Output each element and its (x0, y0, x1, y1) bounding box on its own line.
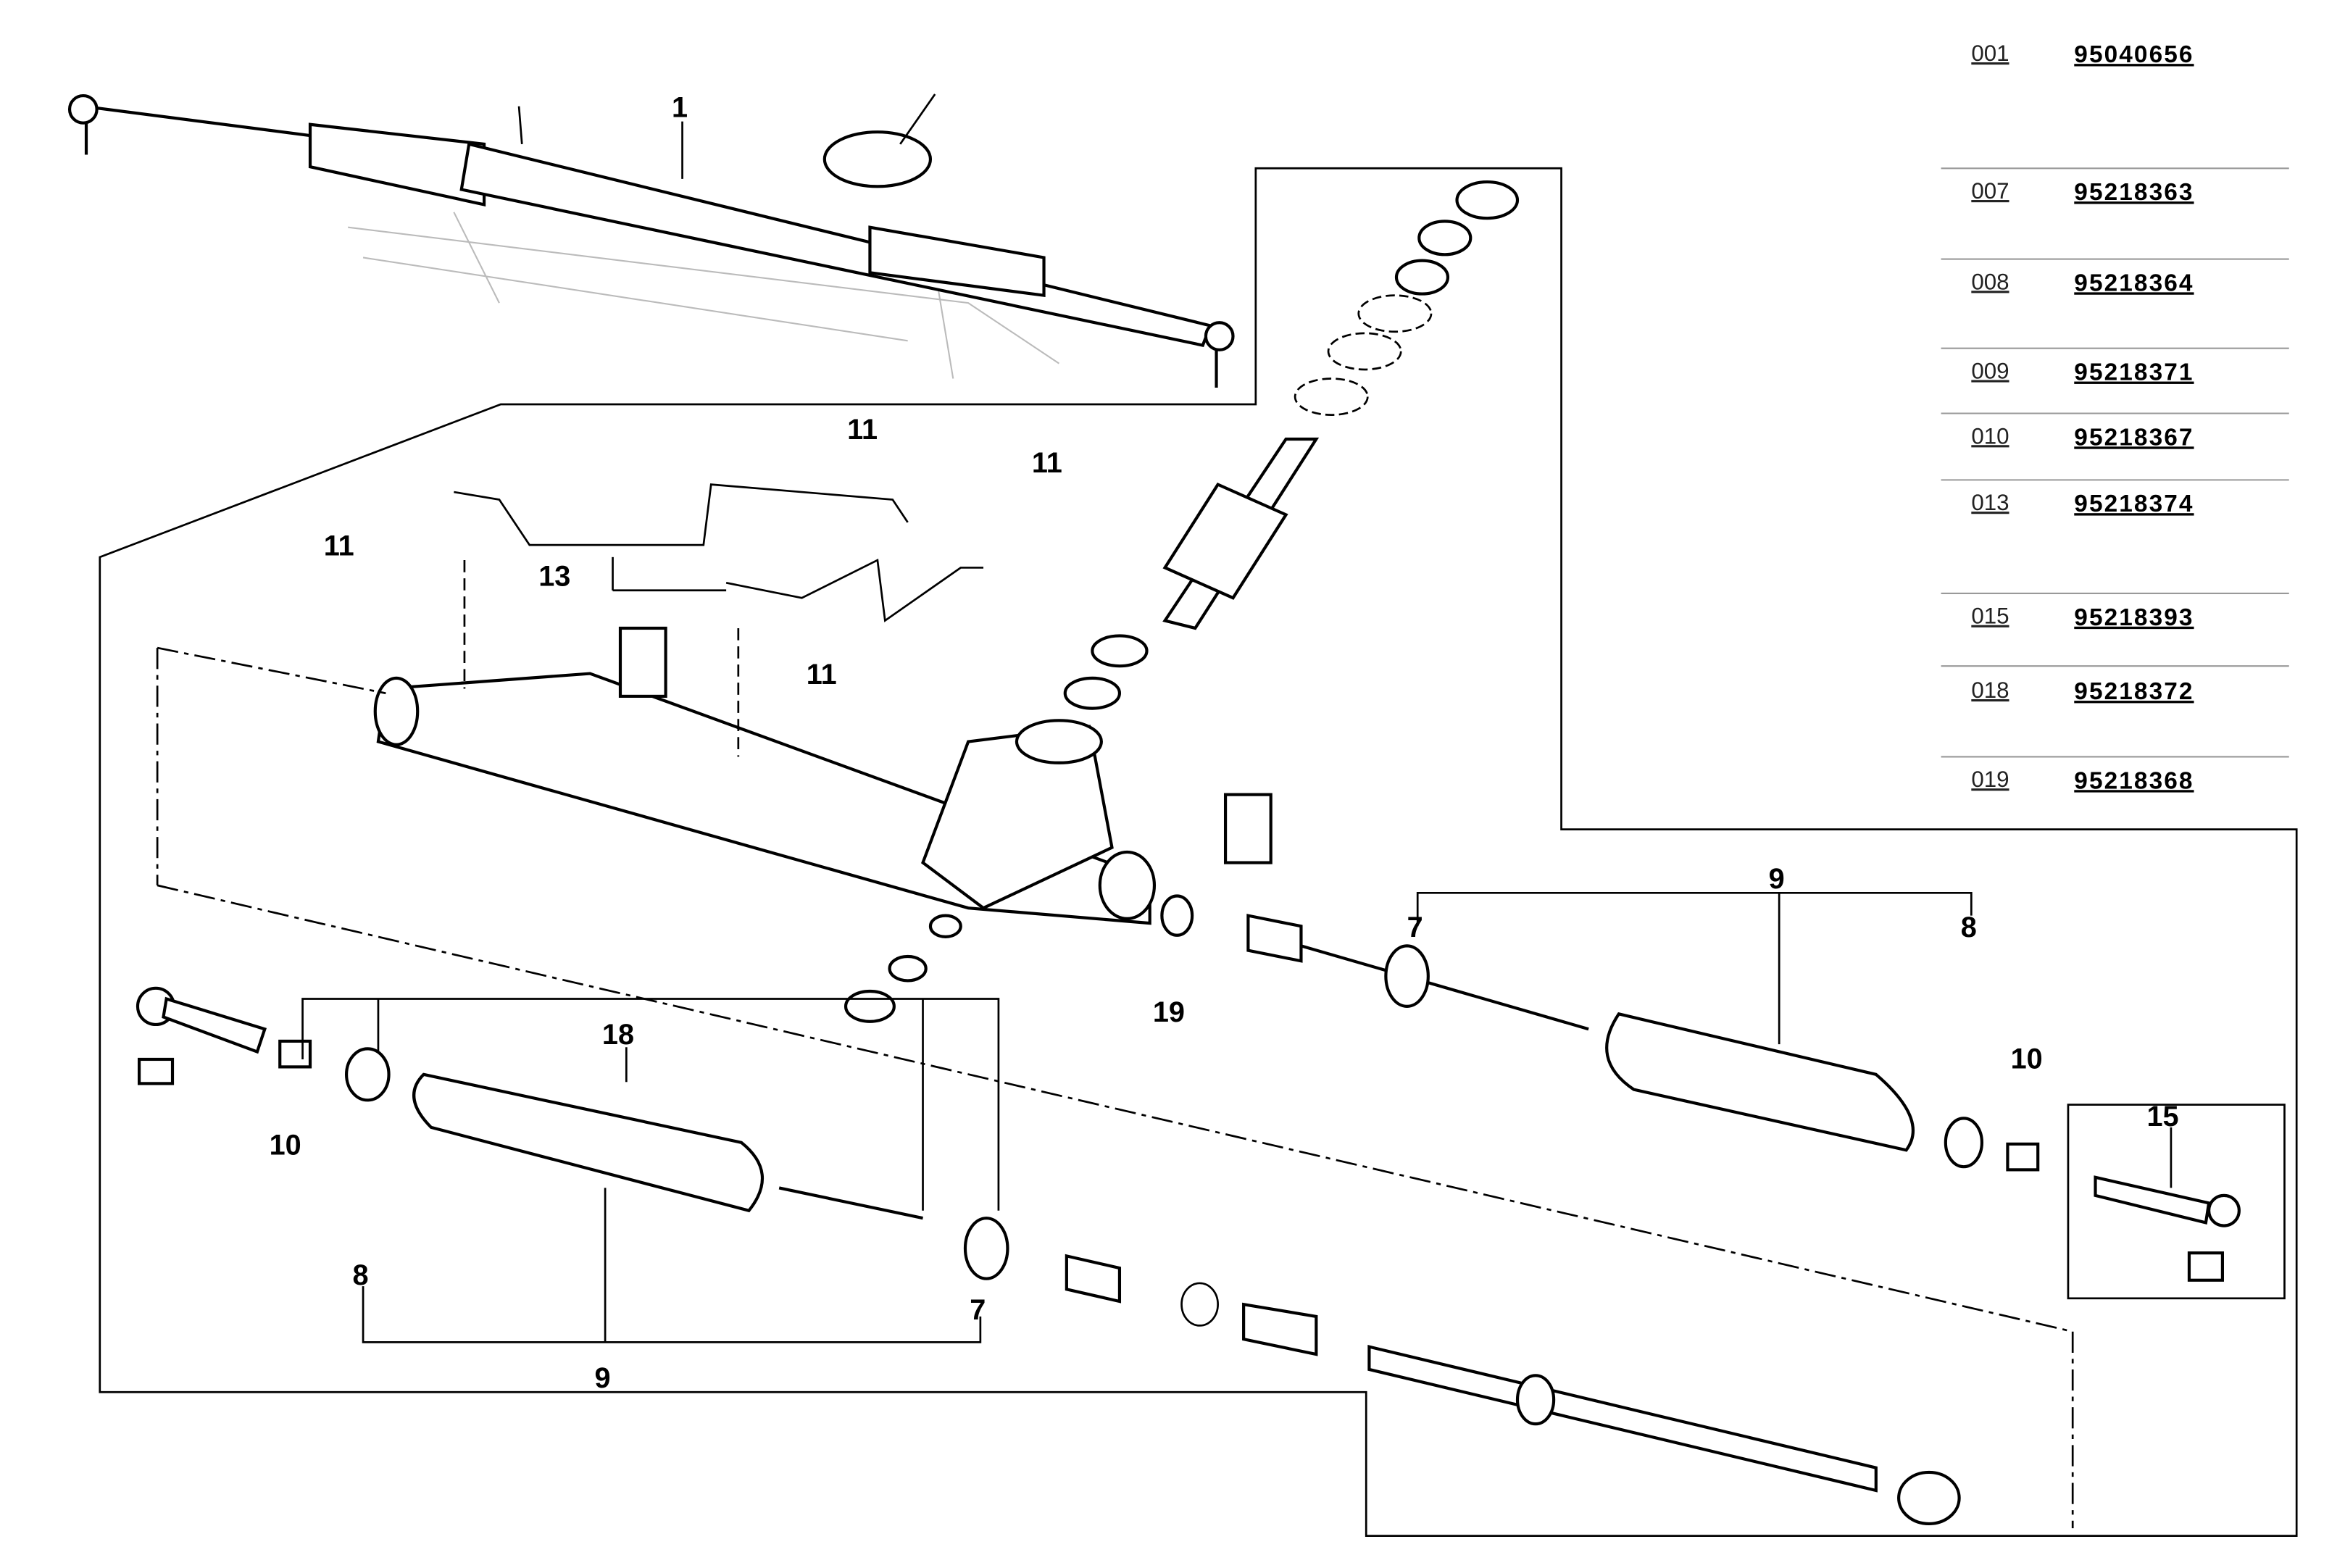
callout-7: 7 (1407, 912, 1423, 943)
tie-rod-end-inset-box (2067, 1104, 2286, 1300)
diagram-frame (99, 167, 2298, 1537)
parts-list-part-number[interactable]: 95218374 (2074, 491, 2194, 517)
parts-list-item-number[interactable]: 015 (1971, 604, 2009, 629)
callout-11: 11 (807, 659, 837, 691)
pinion-assembly (1063, 180, 1520, 710)
callout-9: 9 (594, 1362, 610, 1394)
callout-8: 8 (1961, 912, 1977, 943)
parts-list-part-number[interactable]: 95218364 (2074, 270, 2194, 296)
parts-list-item-number[interactable]: 007 (1971, 178, 2009, 204)
callout-11: 11 (1032, 447, 1062, 479)
right-tie-rod-assembly (156, 646, 2074, 1529)
parts-list-part-number[interactable]: 95218371 (2074, 359, 2194, 386)
callout-10: 10 (270, 1129, 301, 1161)
callout-7: 7 (970, 1294, 986, 1326)
parts-list: 001 95040656 007 95218363 008 95218364 0… (1941, 41, 2289, 794)
tie-rod-end-15 (2094, 1127, 2241, 1282)
assembled-rack-illustration (67, 93, 1235, 388)
parts-list-item-number[interactable]: 019 (1971, 767, 2009, 792)
callout-15: 15 (2147, 1101, 2179, 1133)
callout-1: 1 (672, 91, 688, 123)
parts-list-part-number[interactable]: 95218368 (2074, 767, 2194, 794)
parts-list-part-number[interactable]: 95218372 (2074, 678, 2194, 705)
parts-list-item-number[interactable]: 013 (1971, 490, 2009, 515)
callout-19: 19 (1153, 996, 1185, 1028)
pressure-lines (454, 483, 984, 757)
rack-housing (373, 626, 1273, 1023)
callout-13: 13 (538, 561, 570, 593)
parts-list-item-number[interactable]: 001 (1971, 41, 2009, 66)
callout-11: 11 (847, 414, 878, 446)
callout-18: 18 (602, 1019, 634, 1051)
parts-list-part-number[interactable]: 95218393 (2074, 604, 2194, 631)
parts-list-part-number[interactable]: 95218363 (2074, 179, 2194, 206)
parts-list-item-number[interactable]: 008 (1971, 269, 2009, 294)
callout-10: 10 (2011, 1043, 2043, 1075)
parts-list-item-number[interactable]: 010 (1971, 423, 2009, 449)
callout-9: 9 (1769, 863, 1785, 895)
parts-list-part-number[interactable]: 95040656 (2074, 41, 2194, 68)
parts-list-part-number[interactable]: 95218367 (2074, 424, 2194, 451)
parts-list-item-number[interactable]: 018 (1971, 677, 2009, 703)
parts-list-item-number[interactable]: 009 (1971, 358, 2009, 383)
callout-11: 11 (324, 530, 354, 562)
left-tie-rod-assembly (136, 986, 1961, 1525)
callout-8: 8 (352, 1259, 368, 1291)
